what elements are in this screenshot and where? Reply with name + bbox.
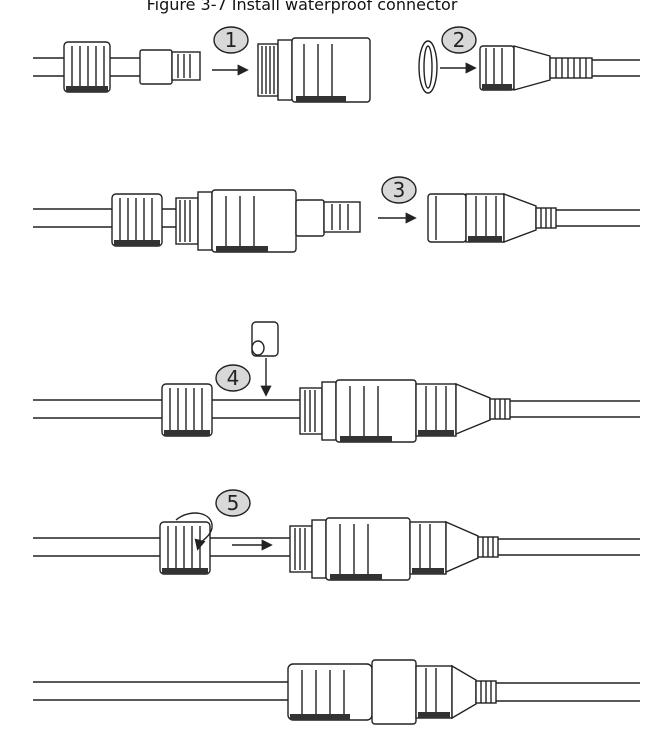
step-number-3: 3 <box>393 178 406 202</box>
step-number-4: 4 <box>227 366 240 390</box>
rotate-arrow <box>175 512 213 551</box>
connector-housing <box>257 37 371 103</box>
rj45-plug <box>139 49 201 85</box>
camera-connector <box>427 192 557 244</box>
row-2 <box>33 176 640 253</box>
camera-connector <box>479 45 593 91</box>
step-badge-4 <box>215 364 251 392</box>
sealing-nut <box>161 383 213 437</box>
row-1 <box>33 26 640 103</box>
row-5 <box>33 659 640 725</box>
sealing-nut <box>63 41 111 93</box>
rj45-plug <box>295 199 361 237</box>
figure-title: Figure 3-7 Install waterproof connector <box>146 0 458 14</box>
seal-ring <box>251 321 279 357</box>
connector-housing <box>175 189 297 253</box>
row-3 <box>33 321 640 443</box>
assembled-connector <box>289 517 499 581</box>
step-number-5: 5 <box>227 491 240 515</box>
seal-ring <box>418 40 438 94</box>
step-number-1: 1 <box>225 28 238 52</box>
sealing-nut <box>111 193 163 247</box>
assembled-connector <box>299 379 511 443</box>
step-number-2: 2 <box>453 28 466 52</box>
step-badge-3 <box>381 176 417 204</box>
final-connector <box>287 659 497 725</box>
step-badge-5 <box>215 489 251 517</box>
step-badge-2 <box>441 26 477 54</box>
step-badge-1 <box>213 26 249 54</box>
sealing-nut <box>159 521 211 575</box>
row-4 <box>33 489 640 581</box>
